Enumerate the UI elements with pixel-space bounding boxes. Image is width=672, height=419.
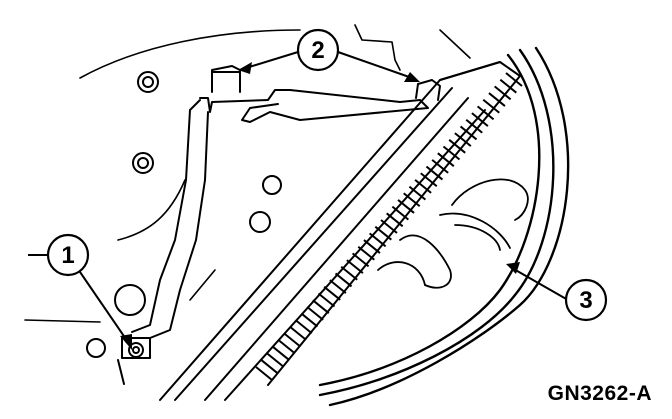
radiator-fin: [266, 352, 284, 368]
radiator-fin: [374, 225, 392, 241]
radiator-fin: [476, 105, 495, 121]
radiator-fin: [272, 346, 290, 361]
radiator-fin: [448, 139, 466, 154]
callout-2-leader-left: [245, 51, 299, 69]
fan-shroud: [318, 46, 570, 407]
radiator-fin: [255, 366, 273, 381]
shroud-bracket-side: [131, 99, 201, 333]
radiator-fin: [408, 185, 427, 201]
radiator-fin: [482, 98, 500, 114]
engine-block-lower-edge: [117, 179, 186, 241]
radiator-fin: [425, 165, 444, 181]
radiator-fin: [420, 172, 438, 188]
radiator-fin: [397, 199, 415, 214]
lower-bolt: [117, 337, 151, 385]
engine-block-upper-edge: [79, 29, 301, 79]
radiator-fin: [465, 118, 483, 134]
radiator-fin: [386, 212, 404, 228]
callout-3-circle: [564, 278, 608, 322]
radiator-fin: [442, 145, 461, 161]
radiator-fin: [459, 125, 478, 141]
callout-2-label: 2: [311, 37, 324, 64]
upper-studs: [211, 65, 441, 101]
fan-blade: [377, 178, 529, 289]
radiator-fin: [403, 192, 421, 208]
radiator-core: [159, 61, 521, 401]
callout-1-leader: [79, 271, 129, 343]
radiator-fin: [369, 232, 387, 248]
radiator-fin: [431, 159, 449, 174]
radiator-fin: [300, 312, 319, 328]
radiator-fin: [323, 286, 341, 301]
radiator-fin: [317, 292, 336, 308]
callout-2-circle: [296, 28, 340, 72]
radiator-fin: [414, 179, 432, 194]
engine-block-inner-curve: [189, 269, 216, 301]
radiator-fin: [437, 152, 455, 167]
shroud-bracket-inner: [149, 111, 209, 339]
radiator-fin: [340, 265, 358, 281]
radiator-fins: [255, 72, 523, 381]
radiator-fin: [306, 306, 324, 321]
upper-duct: [354, 24, 401, 71]
radiator-fin: [261, 359, 279, 375]
callout-2-leader-right: [337, 51, 413, 79]
radiator-fin: [357, 245, 375, 261]
radiator-fin: [488, 92, 506, 107]
engine-block-left-edge: [24, 319, 101, 323]
radiator-fin: [454, 132, 472, 147]
radiator-fin: [283, 332, 302, 348]
radiator-fin: [278, 339, 296, 355]
callout-1-label: 1: [61, 242, 74, 269]
radiator-fin: [391, 205, 409, 221]
radiator-fin: [295, 319, 313, 335]
radiator-fin: [329, 279, 347, 294]
shroud-bracket: [199, 89, 429, 123]
radiator-fin: [363, 239, 381, 254]
radiator-fin: [494, 85, 512, 101]
callout-arrowheads: [120, 62, 520, 350]
radiator-fin: [334, 272, 353, 288]
radiator-fin: [505, 72, 523, 87]
radiator-fin: [380, 219, 398, 234]
engine-bosses: [86, 71, 282, 358]
radiator-fin: [471, 112, 489, 127]
callout-3-label: 3: [579, 287, 592, 314]
radiator-fin: [499, 78, 517, 94]
radiator-fin: [346, 259, 364, 274]
radiator-fin: [351, 252, 370, 268]
radiator-fin: [289, 326, 307, 341]
upper-duct-edge: [439, 29, 471, 59]
figure-id: GN3262-A: [547, 382, 652, 405]
radiator-fin: [312, 299, 330, 314]
callout-3-leader: [511, 267, 569, 301]
